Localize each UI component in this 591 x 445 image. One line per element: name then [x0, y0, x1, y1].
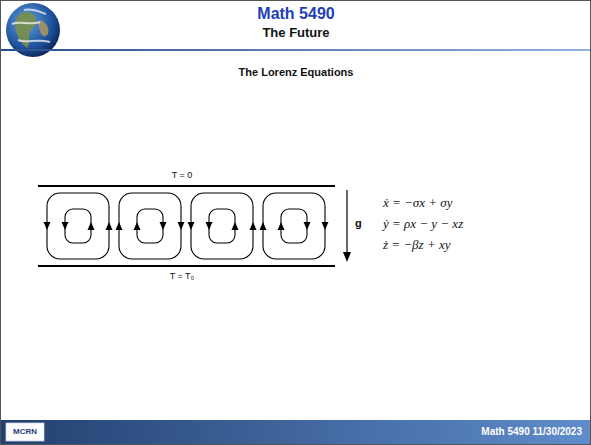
- section-heading: The Lorenz Equations: [239, 66, 354, 79]
- gravity-label: g: [355, 217, 362, 230]
- equation: ẏ = ρx − y − xz: [383, 217, 463, 232]
- logo-text: MCRN: [13, 427, 37, 436]
- slide-subtitle: The Future: [262, 26, 329, 41]
- convection-figure: [38, 186, 351, 266]
- footer-bar: [1, 420, 590, 444]
- equation: ẋ = −σx + σy: [383, 196, 452, 211]
- globe-image: [6, 3, 60, 57]
- equation: ż = −βz + xy: [383, 238, 450, 253]
- slide-title: Math 5490: [257, 5, 334, 23]
- header-rule: [1, 49, 590, 51]
- temperature-label: T = 0: [172, 170, 193, 180]
- logo-box: [6, 423, 44, 441]
- temperature-label: T = T₀: [170, 271, 195, 281]
- footer-text: Math 5490 11/30/2023: [481, 426, 582, 438]
